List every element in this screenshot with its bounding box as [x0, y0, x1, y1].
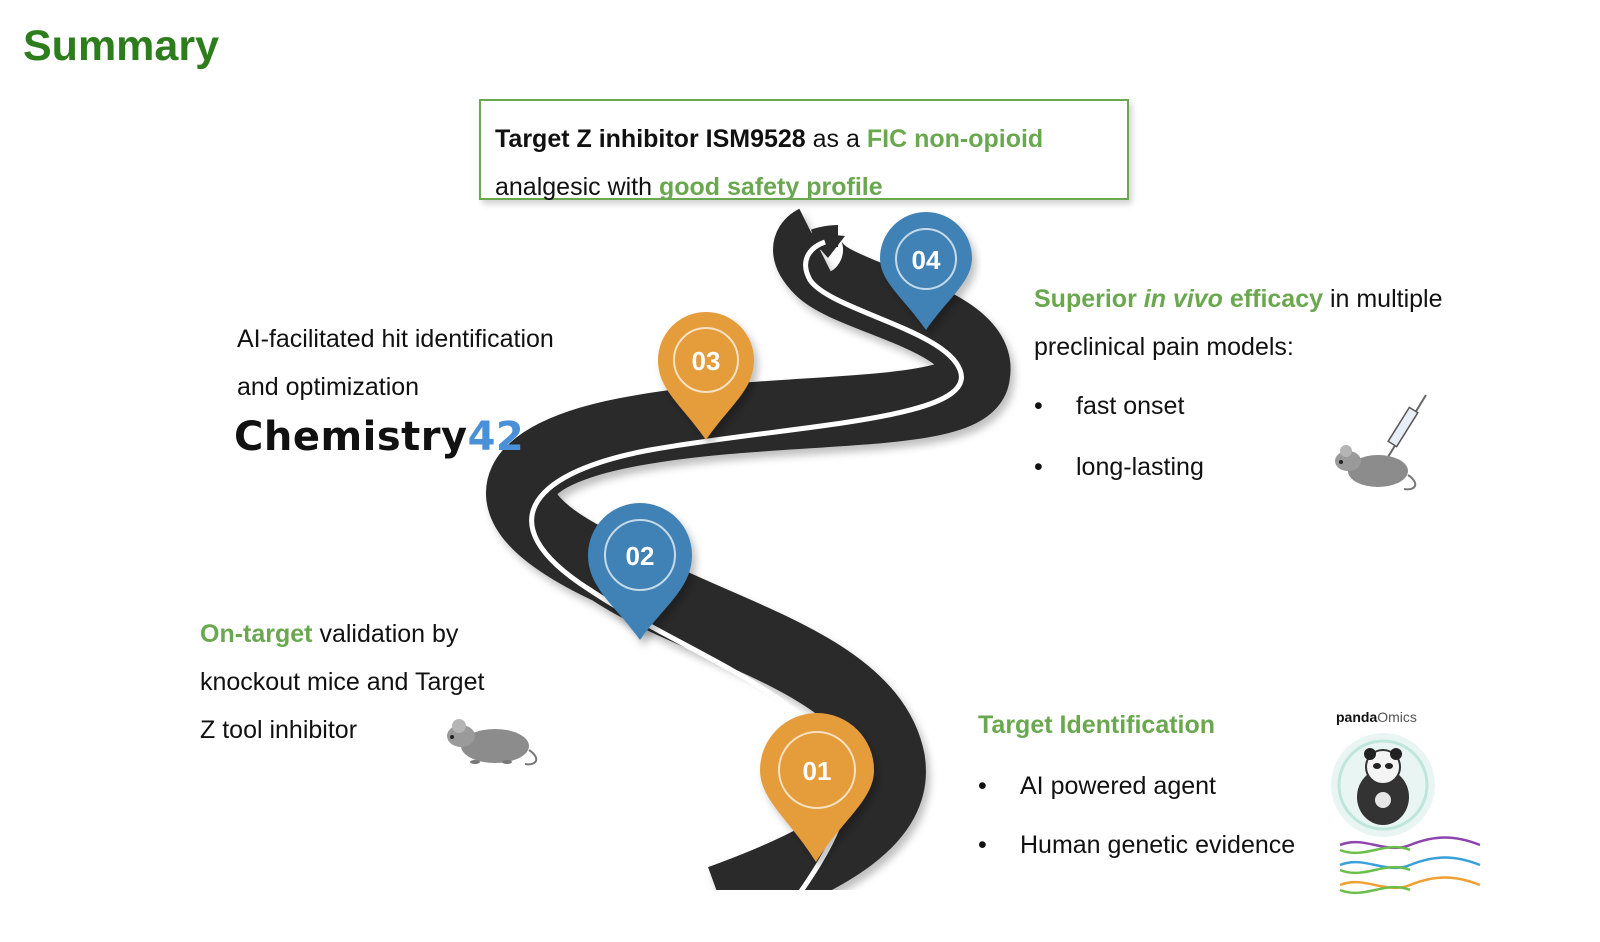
- mouse-injection-icon: [1335, 394, 1427, 491]
- page-title: Summary: [23, 22, 219, 70]
- step1-heading: Target Identification: [978, 711, 1216, 739]
- mouse-icon: [447, 719, 538, 766]
- goal-analgesic-text: analgesic with: [495, 173, 659, 201]
- step2-description: On-target validation by knockout mice an…: [200, 610, 484, 754]
- goal-safety-highlight: good safety profile: [658, 173, 883, 201]
- milestone-pin-03: [658, 312, 754, 440]
- milestone-pin-01: [760, 713, 874, 862]
- milestone-number-04: 04: [912, 245, 941, 275]
- step4-line1: in multiple: [1323, 285, 1443, 313]
- chemistry42-logo-main: Chemistry: [234, 414, 468, 460]
- road-arrow-icon: [805, 232, 845, 258]
- step2-line2: knockout mice and Target: [200, 668, 485, 696]
- road: [486, 208, 1011, 933]
- step4-description: Superior in vivo efficacy in multiple pr…: [1034, 275, 1443, 371]
- goal-drug-name: Target Z inhibitor ISM9528: [495, 125, 806, 153]
- step4-bullet: fast onset: [1034, 392, 1204, 421]
- milestone-pin-02: [588, 503, 692, 640]
- panda-icon: [1331, 733, 1435, 837]
- milestone-pin-04: [880, 212, 972, 330]
- dna-icon: [1339, 836, 1481, 895]
- goal-fic-highlight: FIC non-opioid: [866, 125, 1044, 153]
- step3-line1: AI-facilitated hit identification: [237, 325, 554, 353]
- step4-bullets: fast onset long-lasting: [1034, 392, 1204, 482]
- step1-bullets: AI powered agent Human genetic evidence: [978, 772, 1295, 860]
- chemistry42-logo-num: 42: [467, 414, 525, 460]
- step2-line1: validation by: [312, 620, 459, 648]
- step4-highlight-efficacy: efficacy: [1222, 285, 1323, 313]
- pandaomics-logo: pandaOmics: [1336, 709, 1417, 725]
- step4-bullet: long-lasting: [1034, 453, 1204, 482]
- step1-bullet: AI powered agent: [978, 772, 1295, 801]
- step1-bullet: Human genetic evidence: [978, 831, 1295, 860]
- step3-description: AI-facilitated hit identification and op…: [237, 315, 554, 411]
- step4-highlight-superior: Superior: [1034, 285, 1144, 313]
- milestone-number-03: 03: [692, 346, 721, 376]
- step4-highlight-in-vivo: in vivo: [1143, 285, 1223, 313]
- milestone-number-02: 02: [626, 541, 655, 571]
- goal-box: Target Z inhibitor ISM9528 as a FIC non-…: [479, 99, 1129, 201]
- step2-highlight: On-target: [200, 620, 313, 648]
- chemistry42-logo: Chemistry42: [234, 414, 524, 460]
- milestone-number-01: 01: [803, 756, 832, 786]
- goal-connector: as a: [805, 125, 867, 153]
- step3-line2: and optimization: [237, 373, 420, 401]
- step2-line3: Z tool inhibitor: [200, 716, 358, 744]
- step4-line2: preclinical pain models:: [1034, 333, 1294, 361]
